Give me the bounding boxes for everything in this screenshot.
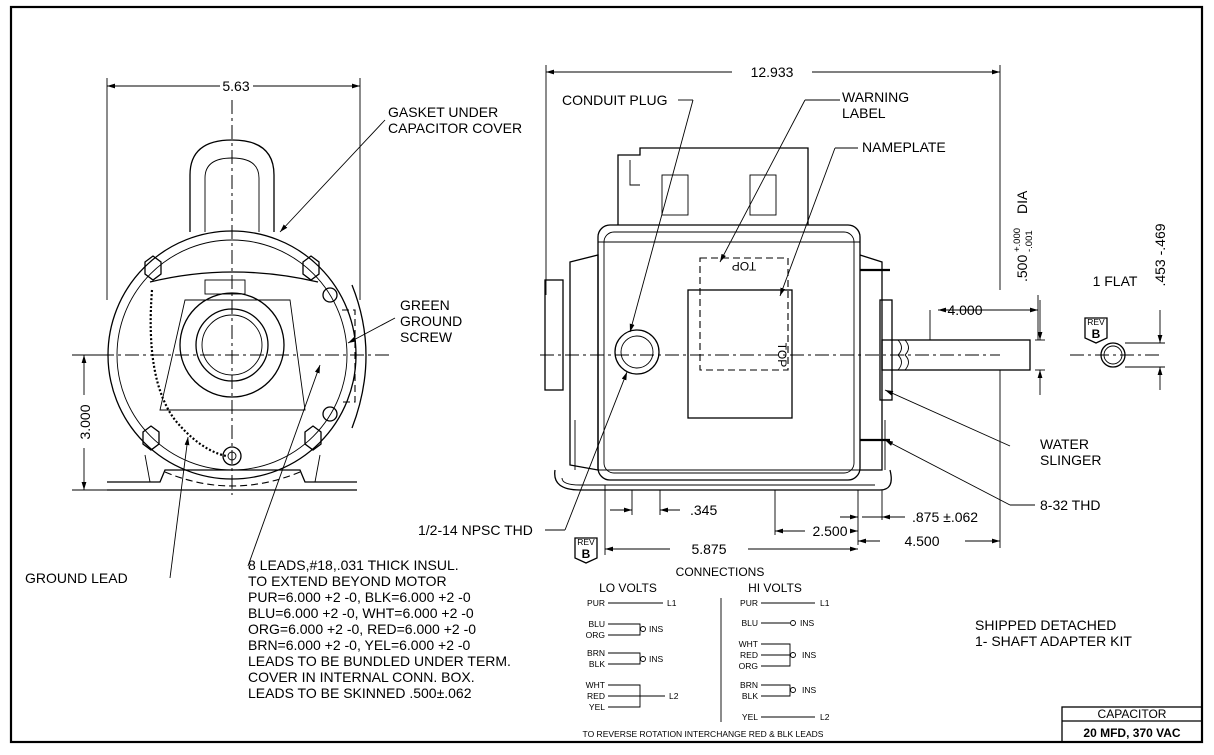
connections-title: CONNECTIONS [676,565,765,579]
lo-brn: BRN [587,648,605,658]
lo-volts-title: LO VOLTS [599,581,657,595]
lo-pur: PUR [587,598,605,608]
lo-yel: YEL [589,702,605,712]
lo-blu: BLU [588,619,605,629]
callout-water-slinger-2: SLINGER [1040,452,1101,468]
lo-ins1: INS [649,624,664,634]
connections-diagram: CONNECTIONS LO VOLTS HI VOLTS PUR L1 BLU… [583,565,830,739]
callout-thread: 8-32 THD [1040,497,1100,513]
callout-ground-lead: GROUND LEAD [25,570,128,586]
rev-marker-shaft: REV B [1084,317,1108,344]
callout-npsc: 1/2-14 NPSC THD [418,522,533,538]
dim-width-front: 5.63 [222,78,249,94]
hi-volts-title: HI VOLTS [748,581,802,595]
callout-nameplate: NAMEPLATE [862,139,946,155]
drawing-border [9,5,1204,744]
hi-brn: BRN [740,680,758,690]
rev-text: REV [577,537,595,547]
lo-l1: L1 [667,598,677,608]
hi-blk: BLK [742,691,758,701]
lo-blk: BLK [589,659,605,669]
dim-shaft-dia-unit: DIA [1014,190,1030,214]
nameplate-top-mark: TOP [775,343,789,367]
dim-foot-span: 2.500 [812,523,847,539]
lo-org: ORG [586,630,605,640]
dim-shaft-dia: .500 [1014,255,1030,282]
side-view [540,65,1165,555]
leads-note: 8 LEADS,#18,.031 THICK INSUL. TO EXTEND … [248,557,511,701]
leads-note-line: BRN=6.000 +2 -0, YEL=6.000 +2 -0 [248,637,471,653]
callout-conduit-plug: CONDUIT PLUG [562,92,668,108]
reverse-note: TO REVERSE ROTATION INTERCHANGE RED & BL… [583,729,824,739]
callout-ground-screw-2: GROUND [400,313,462,329]
dim-shaft-ext: 4.000 [947,302,982,318]
capacitor-value: 20 MFD, 370 VAC [1083,726,1180,740]
callout-ground-screw-1: GREEN [400,297,450,313]
lo-red: RED [587,691,605,701]
shipped-note-2: 1- SHAFT ADAPTER KIT [975,633,1132,649]
hi-org: ORG [739,661,758,671]
lo-wht: WHT [586,680,605,690]
callout-water-slinger-1: WATER [1040,436,1089,452]
dim-shaft-to-mount: 4.500 [904,533,939,549]
hi-l2: L2 [820,712,830,722]
capacitor-box: CAPACITOR 20 MFD, 370 VAC [1061,706,1203,743]
capacitor-title: CAPACITOR [1098,707,1167,721]
leads-note-line: LEADS TO BE BUNDLED UNDER TERM. [248,653,511,669]
leads-note-line: COVER IN INTERNAL CONN. BOX. [248,669,475,685]
leads-note-line: 8 LEADS,#18,.031 THICK INSUL. [248,557,459,573]
hi-ins3: INS [802,685,817,695]
rev-letter: B [582,547,591,561]
rev-text: REV [1087,317,1105,327]
dim-shaft-tol-minus: -.001 [1024,230,1035,252]
leads-note-line: ORG=6.000 +2 -0, RED=6.000 +2 -0 [248,621,476,637]
rev-letter: B [1092,327,1101,341]
hi-yel: YEL [742,712,758,722]
leads-note-line: BLU=6.000 +2 -0, WHT=6.000 +2 -0 [248,605,474,621]
hi-ins1: INS [800,618,815,628]
leads-note-line: TO EXTEND BEYOND MOTOR [248,573,447,589]
dim-mount-length: 5.875 [691,541,726,557]
leader-lines [169,99,1035,579]
leads-note-line: PUR=6.000 +2 -0, BLK=6.000 +2 -0 [248,589,471,605]
callout-gasket-2: CAPACITOR COVER [388,120,522,136]
warning-label-top-mark: TOP [732,259,756,273]
callout-ground-screw-3: SCREW [400,329,453,345]
hi-ins2: INS [802,650,817,660]
callout-warning-1: WARNING [842,89,909,105]
flat-label: 1 FLAT [1093,273,1138,289]
lo-l2: L2 [669,691,679,701]
dim-length-overall: 12.933 [751,64,794,80]
callout-warning-2: LABEL [842,105,886,121]
dim-shaft-tol-plus: +.000 [1012,228,1023,252]
dim-base-hole: .345 [690,502,717,518]
dim-shaft-dia-group: .500 +.000 -.001 DIA [1012,190,1035,282]
hi-l1: L1 [820,598,830,608]
rev-marker-base: REV B [574,537,598,564]
shipped-note-1: SHIPPED DETACHED [975,617,1116,633]
dim-flat: .453 -.469 [1152,223,1168,286]
hi-wht: WHT [739,639,758,649]
hi-blu: BLU [741,618,758,628]
callout-gasket-1: GASKET UNDER [388,104,498,120]
front-view [72,78,390,495]
hi-red: RED [740,650,758,660]
hi-pur: PUR [740,598,758,608]
dim-height-front: 3.000 [77,404,93,439]
leads-note-line: LEADS TO BE SKINNED .500±.062 [248,685,472,701]
dim-shoulder: .875 ±.062 [912,509,978,525]
lo-ins2: INS [649,654,664,664]
